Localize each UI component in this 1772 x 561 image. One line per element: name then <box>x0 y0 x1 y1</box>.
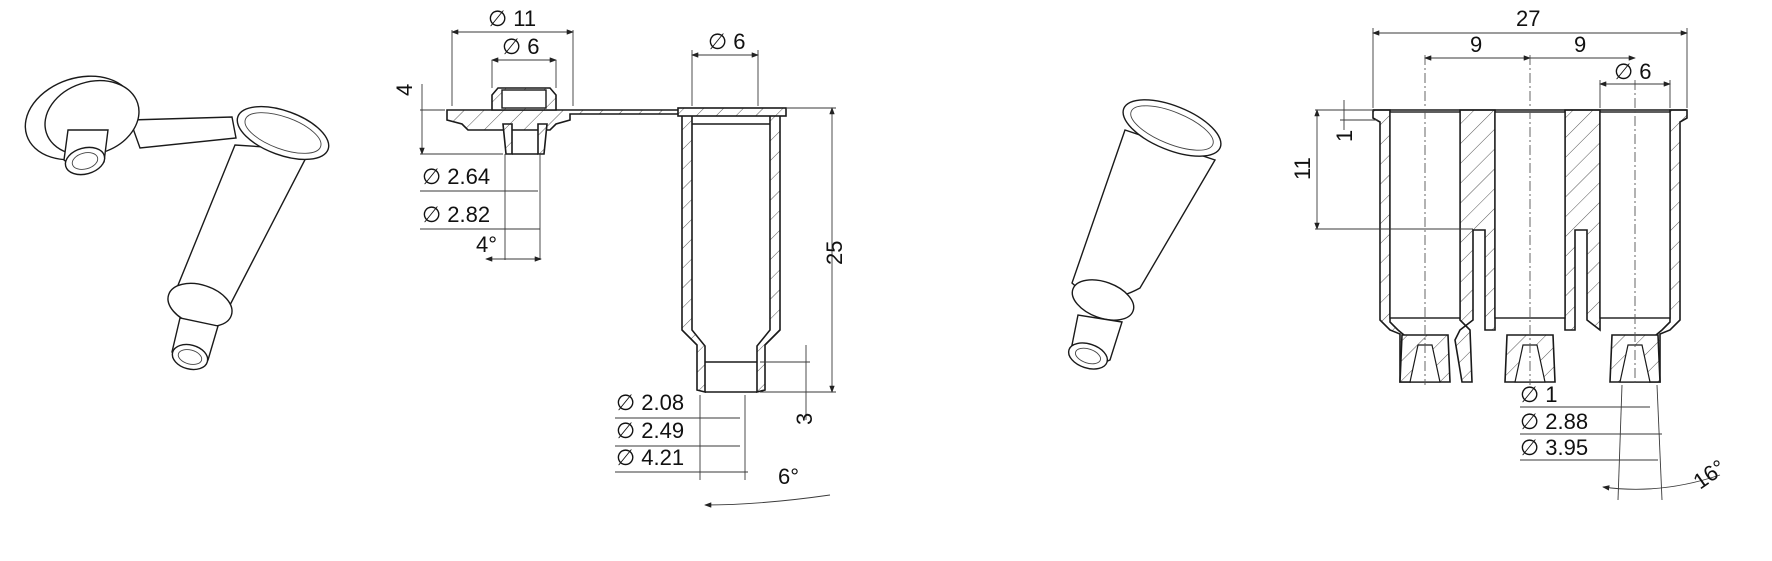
dim-block-angle: 16° <box>1689 455 1731 495</box>
dim-tip-d2: ∅ 2.49 <box>616 418 684 443</box>
dim-block-tube-d: ∅ 6 <box>1614 59 1652 84</box>
iso-assembly-view <box>24 75 330 371</box>
dim-cap-height: 4 <box>392 84 417 96</box>
iso-single-view <box>1067 99 1222 370</box>
section-triple-view: 27 9 9 ∅ 6 1 11 ∅ 1 ∅ 2.88 ∅ 3.95 16° <box>1290 6 1731 501</box>
dim-cap-outer: ∅ 11 <box>488 6 536 31</box>
dim-tip-d1: ∅ 2.08 <box>616 390 684 415</box>
dim-tip-d3: ∅ 4.21 <box>616 445 684 470</box>
dim-cap-d1: ∅ 2.64 <box>422 164 490 189</box>
dim-flange-thickness: 1 <box>1332 130 1357 142</box>
dim-pitch-2: 9 <box>1574 32 1586 57</box>
dim-tube-length: 25 <box>822 241 847 265</box>
dim-block-d2: ∅ 2.88 <box>1520 409 1588 434</box>
dim-tube-d: ∅ 6 <box>708 29 746 54</box>
dim-block-d3: ∅ 3.95 <box>1520 435 1588 460</box>
section-assembly-view: ∅ 11 ∅ 6 4 ∅ 2.64 ∅ 2.82 4° ∅ 6 25 3 ∅ 2… <box>392 6 847 508</box>
dim-tip-length: 3 <box>792 413 817 425</box>
dim-cap-d2: ∅ 2.82 <box>422 202 490 227</box>
dim-tip-angle: 6° <box>778 464 799 489</box>
dim-block-width: 27 <box>1516 6 1540 31</box>
dim-web-height: 11 <box>1290 157 1315 180</box>
dim-pitch-1: 9 <box>1470 32 1482 57</box>
dim-block-d1: ∅ 1 <box>1520 382 1558 407</box>
dim-cap-inner: ∅ 6 <box>502 34 540 59</box>
dim-cap-angle: 4° <box>476 232 497 257</box>
